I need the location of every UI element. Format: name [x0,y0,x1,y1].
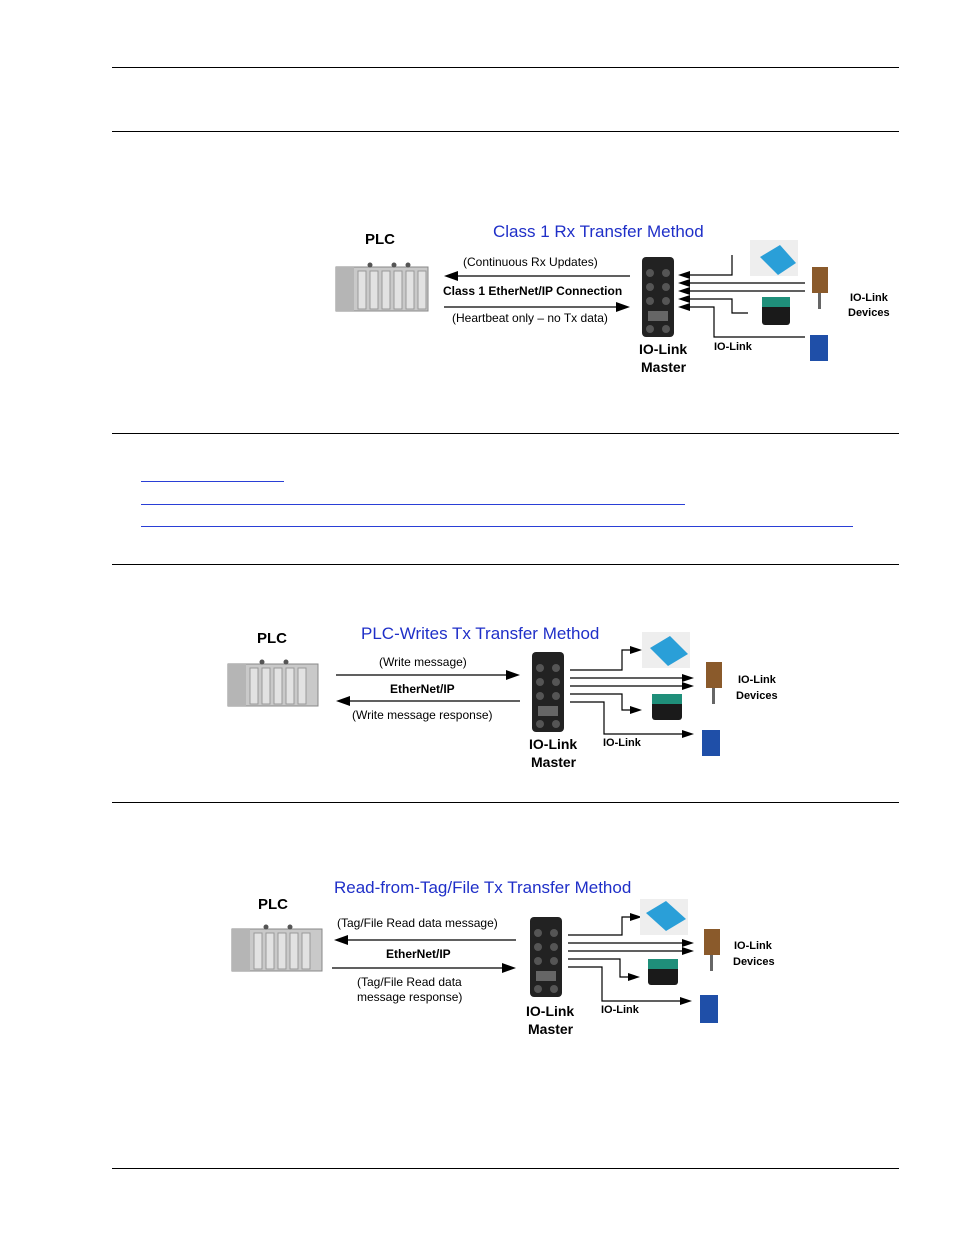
iolink-master-icon [642,257,674,337]
figure-read-from-tag-tx: Read-from-Tag/File Tx Transfer Method PL… [226,871,796,1041]
connection-bottom-label-2: message response) [357,990,462,1004]
connection-bottom-label-1: (Tag/File Read data [357,975,462,989]
connection-bottom-label: (Heartbeat only – no Tx data) [452,311,608,325]
figure-class1-rx: Class 1 Rx Transfer Method PLC (Continuo… [330,215,900,380]
section-rule-1 [112,131,899,132]
section-rule-4 [112,802,899,803]
link-underline-1[interactable] [141,481,284,482]
section-rule-2 [112,433,899,434]
connection-mid-label: EtherNet/IP [386,947,451,961]
connection-mid-label: EtherNet/IP [390,682,455,696]
devices-label-1: IO-Link [738,674,777,686]
iolink-label: IO-Link [603,737,642,749]
master-label-2: Master [531,754,577,770]
sensor-cyan-icon [640,899,688,935]
header-rule [112,67,899,68]
sensor-blue-icon [702,730,720,756]
iolink-label: IO-Link [714,341,753,353]
plc-label: PLC [258,896,288,913]
sensor-cyan-icon [642,632,690,668]
sensor-teal-icon [652,694,682,720]
sensor-brown-icon [706,662,722,704]
devices-label-1: IO-Link [850,292,889,304]
master-label-1: IO-Link [529,736,577,752]
sensor-cyan-icon [750,240,798,276]
master-label-1: IO-Link [526,1003,574,1019]
link-underline-3[interactable] [141,526,853,527]
plc-rack-icon [231,924,323,972]
section-rule-3 [112,564,899,565]
connection-top-label: (Continuous Rx Updates) [463,255,598,269]
footer-rule [112,1168,899,1169]
sensor-teal-icon [762,297,790,325]
devices-label-1: IO-Link [734,940,773,952]
figure-title: PLC-Writes Tx Transfer Method [361,624,599,643]
connection-mid-label: Class 1 EtherNet/IP Connection [443,284,622,298]
figure-title: Class 1 Rx Transfer Method [493,222,704,241]
sensor-brown-icon [704,929,720,971]
plc-label: PLC [257,630,287,647]
iolink-master-icon [530,917,562,997]
iolink-master-icon [532,652,564,732]
plc-rack-icon [335,262,429,312]
plc-label: PLC [365,231,395,248]
sensor-blue-icon [810,335,828,361]
sensor-blue-icon [700,995,718,1023]
figure-title: Read-from-Tag/File Tx Transfer Method [334,878,631,897]
master-label-2: Master [528,1021,574,1037]
sensor-teal-icon [648,959,678,985]
connection-bottom-label: (Write message response) [352,708,493,722]
connection-top-label: (Tag/File Read data message) [337,916,498,930]
sensor-brown-icon [812,267,828,309]
devices-label-2: Devices [733,956,775,968]
plc-rack-icon [227,659,319,707]
figure-plc-writes-tx: PLC-Writes Tx Transfer Method PLC (Write… [222,618,792,778]
iolink-label: IO-Link [601,1004,640,1016]
connection-top-label: (Write message) [379,655,467,669]
link-underline-2[interactable] [141,504,685,505]
master-label-2: Master [641,359,687,375]
devices-label-2: Devices [736,690,778,702]
master-label-1: IO-Link [639,341,687,357]
devices-label-2: Devices [848,307,890,319]
